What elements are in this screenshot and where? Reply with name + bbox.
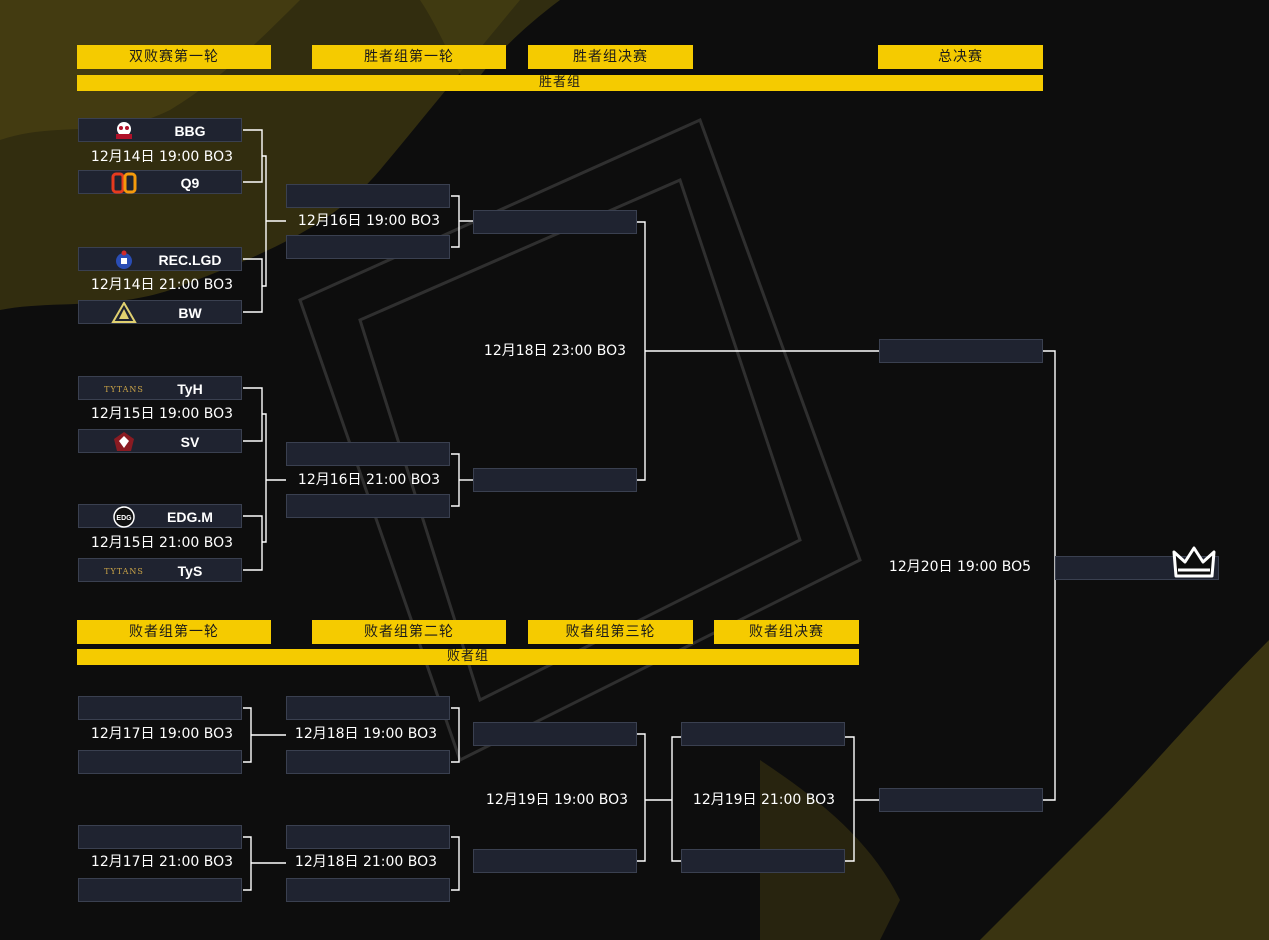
team-slot-bw[interactable]: BW <box>78 300 242 324</box>
team-name: Q9 <box>180 175 200 191</box>
team-name: BBG <box>174 123 206 139</box>
empty-slot[interactable] <box>286 750 450 774</box>
grand-final-upper-slot[interactable] <box>879 339 1043 363</box>
empty-slot[interactable] <box>286 442 450 466</box>
team-name: BW <box>178 305 202 321</box>
connector-line <box>243 515 263 571</box>
edg-logo-text: EDG <box>116 515 132 522</box>
match-time: 12月19日 19:00 BO3 <box>485 792 629 808</box>
empty-slot[interactable] <box>78 750 242 774</box>
match-time: 12月14日 19:00 BO3 <box>90 149 234 165</box>
empty-slot[interactable] <box>78 825 242 849</box>
team-slot-rec-lgd[interactable]: REC.LGD <box>78 247 242 271</box>
empty-slot[interactable] <box>473 468 637 492</box>
empty-slot[interactable] <box>286 235 450 259</box>
empty-slot[interactable] <box>286 494 450 518</box>
connector-line <box>671 736 681 862</box>
header-losers-r2: 败者组第二轮 <box>312 620 506 644</box>
connector-line <box>845 736 855 862</box>
match-time: 12月18日 23:00 BO3 <box>483 343 627 359</box>
empty-slot[interactable] <box>681 722 845 746</box>
empty-slot[interactable] <box>78 696 242 720</box>
connector-line <box>637 733 646 862</box>
team-name: TyH <box>177 381 203 397</box>
header-losers-r1: 败者组第一轮 <box>77 620 271 644</box>
team-slot-q9[interactable]: Q9 <box>78 170 242 194</box>
header-losers-final: 败者组决赛 <box>714 620 859 644</box>
q9-icon <box>109 171 139 195</box>
valiant-icon <box>109 430 139 454</box>
team-name: REC.LGD <box>158 252 222 268</box>
connector-line <box>262 413 267 543</box>
team-name: EDG.M <box>167 509 213 525</box>
bbg-skull-icon <box>109 119 139 143</box>
empty-slot[interactable] <box>681 849 845 873</box>
match-time: 12月16日 19:00 BO3 <box>297 213 441 229</box>
grand-final-time: 12月20日 19:00 BO5 <box>888 559 1032 575</box>
empty-slot[interactable] <box>286 878 450 902</box>
winners-group-banner: 胜者组 <box>77 75 1043 91</box>
empty-slot[interactable] <box>78 878 242 902</box>
team-slot-bbg[interactable]: BBG <box>78 118 242 142</box>
tytans-logo-text: TYTANS <box>104 566 144 576</box>
empty-slot[interactable] <box>473 722 637 746</box>
team-slot-edg-m[interactable]: EDG EDG.M <box>78 504 242 528</box>
crown-icon <box>1172 546 1216 578</box>
empty-slot[interactable] <box>286 825 450 849</box>
empty-slot[interactable] <box>286 696 450 720</box>
edg-icon: EDG <box>109 505 139 529</box>
team-slot-tys[interactable]: TYTANS TyS <box>78 558 242 582</box>
tytans-logo-text: TYTANS <box>104 384 144 394</box>
team-slot-sv[interactable]: SV <box>78 429 242 453</box>
match-time: 12月16日 21:00 BO3 <box>297 472 441 488</box>
match-time: 12月15日 21:00 BO3 <box>90 535 234 551</box>
losers-group-banner: 败者组 <box>77 649 859 665</box>
empty-slot[interactable] <box>473 849 637 873</box>
match-time: 12月17日 21:00 BO3 <box>90 854 234 870</box>
team-name: SV <box>180 434 200 450</box>
header-grand-final: 总决赛 <box>878 45 1043 69</box>
match-time: 12月18日 19:00 BO3 <box>294 726 438 742</box>
empty-slot[interactable] <box>473 210 637 234</box>
grand-final-lower-slot[interactable] <box>879 788 1043 812</box>
team-name: TyS <box>177 563 203 579</box>
match-time: 12月14日 21:00 BO3 <box>90 277 234 293</box>
tytans-wordmark: TYTANS <box>89 377 159 401</box>
match-time: 12月15日 19:00 BO3 <box>90 406 234 422</box>
lgd-icon <box>109 248 139 272</box>
header-winners-final: 胜者组决赛 <box>528 45 693 69</box>
match-time: 12月18日 21:00 BO3 <box>294 854 438 870</box>
black-wolf-icon <box>109 301 139 325</box>
connector-line <box>451 836 460 891</box>
header-winners-r1: 双败赛第一轮 <box>77 45 271 69</box>
team-slot-tyh[interactable]: TYTANS TyH <box>78 376 242 400</box>
connector-line <box>451 707 460 763</box>
match-time: 12月17日 19:00 BO3 <box>90 726 234 742</box>
tytans-wordmark: TYTANS <box>89 559 159 583</box>
match-time: 12月19日 21:00 BO3 <box>692 792 836 808</box>
empty-slot[interactable] <box>286 184 450 208</box>
header-winners-r2: 胜者组第一轮 <box>312 45 506 69</box>
header-losers-r3: 败者组第三轮 <box>528 620 693 644</box>
